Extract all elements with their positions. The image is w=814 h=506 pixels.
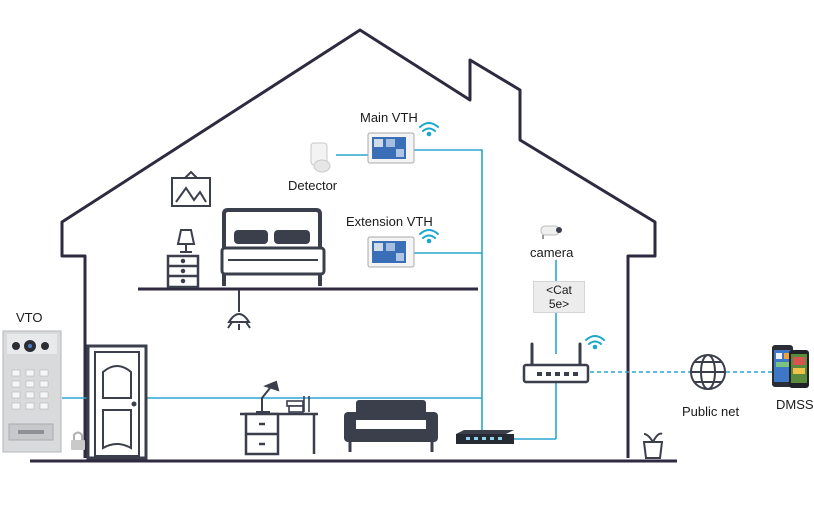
bedside-lamp-icon — [176, 229, 196, 253]
desk-lamp-icon — [256, 380, 280, 413]
dmss-label: DMSS — [776, 397, 814, 412]
door-icon — [86, 344, 148, 460]
main-vth-icon — [367, 132, 415, 164]
desk-icon — [240, 412, 318, 456]
nightstand-icon — [166, 254, 200, 289]
globe-icon — [690, 354, 726, 390]
extension-vth-label: Extension VTH — [346, 214, 433, 229]
lock-icon — [71, 431, 85, 450]
cable-type-box: <Cat 5e> — [533, 281, 585, 313]
cable-type-line2: 5e> — [548, 297, 570, 311]
smartphone-icon — [772, 345, 809, 388]
cable-type-line1: <Cat — [546, 283, 572, 297]
wifi-icon — [419, 122, 439, 137]
network-switch-icon — [456, 430, 514, 444]
cables — [62, 149, 772, 440]
house-outline — [60, 28, 657, 458]
router-icon — [522, 342, 590, 384]
camera-label: camera — [530, 245, 574, 260]
picture-frame-icon — [171, 170, 211, 207]
main-vth-label: Main VTH — [360, 110, 418, 125]
extension-vth-icon — [367, 236, 415, 268]
bed-icon — [220, 208, 326, 286]
ceiling-lamp-icon — [227, 290, 251, 330]
plant-icon — [642, 432, 664, 459]
sofa-icon — [344, 400, 438, 452]
wifi-icon — [585, 335, 605, 350]
detector-icon — [310, 142, 331, 173]
vto-panel-icon — [2, 330, 62, 453]
public-net-label: Public net — [682, 404, 740, 419]
vto-label: VTO — [16, 310, 43, 325]
wifi-icon — [419, 229, 439, 244]
detector-label: Detector — [288, 178, 338, 193]
camera-icon — [540, 225, 562, 239]
books-icon — [286, 396, 310, 413]
